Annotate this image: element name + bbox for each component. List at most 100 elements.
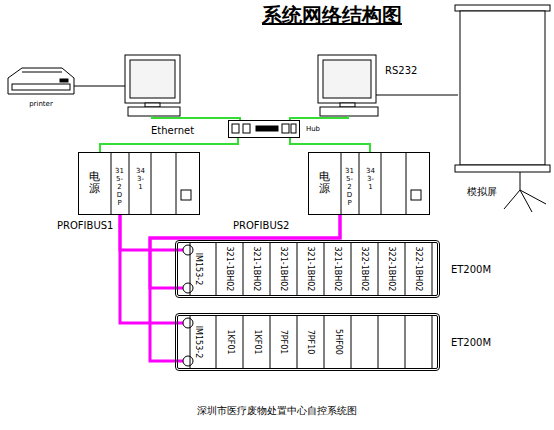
module-label: 321-1BH02 bbox=[226, 247, 234, 292]
module-slot: 321-1BH02 bbox=[270, 243, 297, 295]
computer-figure bbox=[318, 55, 378, 116]
slot-divider bbox=[176, 153, 177, 214]
slot-dividers bbox=[111, 153, 432, 368]
slot-divider bbox=[190, 316, 191, 368]
node-label: ET200M bbox=[446, 263, 496, 277]
module-label: 电源 bbox=[89, 171, 100, 195]
slot-divider bbox=[243, 316, 244, 368]
module-label: IM153-2 bbox=[195, 326, 203, 359]
slot-divider bbox=[270, 316, 271, 368]
slot-divider bbox=[359, 153, 360, 214]
slot-divider bbox=[378, 316, 379, 368]
module-slot: IM153-2 bbox=[193, 243, 217, 295]
module-label: 1KF01 bbox=[226, 329, 234, 354]
node-label: ET200M bbox=[446, 336, 496, 350]
slot-divider bbox=[297, 243, 298, 295]
module-label: 5HF00 bbox=[333, 329, 341, 355]
module-label: 7PF10 bbox=[306, 330, 314, 355]
slot-divider bbox=[351, 243, 352, 295]
profibus-cable bbox=[150, 215, 340, 361]
module-label: 343-1 bbox=[366, 167, 375, 191]
module-label: 343-1 bbox=[136, 167, 145, 191]
slot-divider bbox=[406, 153, 407, 214]
module-label: 321-1BH02 bbox=[334, 247, 342, 292]
diagram-caption: 深圳市医疗废物处置中心自控系统图 bbox=[0, 404, 554, 418]
module-label: 322-1BH02 bbox=[388, 247, 396, 292]
bus-label: Ethernet bbox=[150, 126, 195, 136]
et200m-rack: IM153-2 321-1BH02 321-1BH02 321-1BH02 321-1B… bbox=[175, 240, 440, 298]
module-slot: 5HF00 bbox=[324, 316, 351, 368]
module-slot: 322-1BH02 bbox=[351, 243, 378, 295]
module-label: IM153-2 bbox=[195, 253, 203, 286]
ethernet-cable bbox=[290, 138, 370, 152]
printer-figure bbox=[8, 68, 74, 94]
module-slot: 1KF01 bbox=[243, 316, 270, 368]
rs232-cable bbox=[376, 95, 458, 96]
bus-label: PROFIBUS1 bbox=[56, 221, 114, 231]
slot-divider bbox=[151, 153, 152, 214]
projection-screen bbox=[455, 5, 550, 212]
profibus-cable bbox=[120, 215, 175, 250]
bus-label: PROFIBUS2 bbox=[232, 221, 290, 231]
slot-divider bbox=[351, 316, 352, 368]
screen-node: 模拟屏 bbox=[452, 3, 552, 210]
module-slot: 321-1BH02 bbox=[243, 243, 270, 295]
slot-divider bbox=[341, 153, 342, 214]
slot-divider bbox=[381, 153, 382, 214]
slot-divider bbox=[405, 243, 406, 295]
bus-label: RS232 bbox=[384, 66, 418, 76]
slot-divider bbox=[270, 243, 271, 295]
slot-divider bbox=[216, 316, 217, 368]
slot-divider bbox=[324, 243, 325, 295]
slot-divider bbox=[190, 243, 191, 295]
module-slot: 321-1BH02 bbox=[297, 243, 324, 295]
hub-box: Hub bbox=[228, 120, 300, 138]
slot-divider bbox=[297, 316, 298, 368]
printer-cable bbox=[74, 86, 125, 87]
module-label: 315-2DP bbox=[345, 167, 354, 207]
slot-divider bbox=[378, 243, 379, 295]
ethernet-cable bbox=[100, 138, 238, 152]
module-slot: 7PF01 bbox=[270, 316, 297, 368]
module-label: 7PF01 bbox=[279, 330, 287, 355]
module-label: 322-1BH02 bbox=[361, 247, 369, 292]
module-label: 321-1BH02 bbox=[280, 247, 288, 292]
slot-divider bbox=[216, 243, 217, 295]
module-slot: 322-1BH02 bbox=[405, 243, 432, 295]
module-label: 322-1BH02 bbox=[415, 247, 423, 292]
slot-divider bbox=[129, 153, 130, 214]
slot-window bbox=[181, 190, 191, 200]
module-slot: 322-1BH02 bbox=[378, 243, 405, 295]
module-label: 315-2DP bbox=[115, 167, 124, 207]
slot-divider bbox=[324, 316, 325, 368]
node-label: Hub bbox=[302, 124, 324, 134]
profibus-cable bbox=[120, 215, 175, 323]
module-slot: 7PF10 bbox=[297, 316, 324, 368]
module-label: 321-1BH02 bbox=[307, 247, 315, 292]
plc-rack: 电源 315-2DP 343-1 bbox=[78, 152, 200, 215]
module-label: 321-1BH02 bbox=[253, 247, 261, 292]
slot-divider bbox=[432, 243, 433, 295]
diagram-title: 系统网络结构图 bbox=[262, 2, 402, 29]
module-label: 电源 bbox=[319, 171, 330, 195]
node-label: 模拟屏 bbox=[460, 185, 504, 199]
slot-divider bbox=[243, 243, 244, 295]
computer-figure bbox=[125, 55, 180, 116]
module-slot: 1KF01 bbox=[216, 316, 243, 368]
slot-divider bbox=[432, 316, 433, 368]
hub-ports bbox=[232, 124, 296, 133]
connector-circle bbox=[183, 245, 193, 366]
slot-divider bbox=[111, 153, 112, 214]
module-label: 1KF01 bbox=[253, 329, 261, 354]
plc-rack: 电源 315-2DP 343-1 bbox=[308, 152, 430, 215]
et200m-rack: IM153-21KF011KF017PF017PF105HF00ET200M bbox=[175, 313, 440, 371]
module-slot: 321-1BH02 bbox=[324, 243, 351, 295]
module-slot: 321-1BH02 bbox=[216, 243, 243, 295]
slot-divider bbox=[405, 316, 406, 368]
ethernet-cable bbox=[152, 116, 240, 120]
node-label: printer bbox=[4, 99, 78, 109]
module-slot: IM153-2 bbox=[193, 316, 217, 368]
